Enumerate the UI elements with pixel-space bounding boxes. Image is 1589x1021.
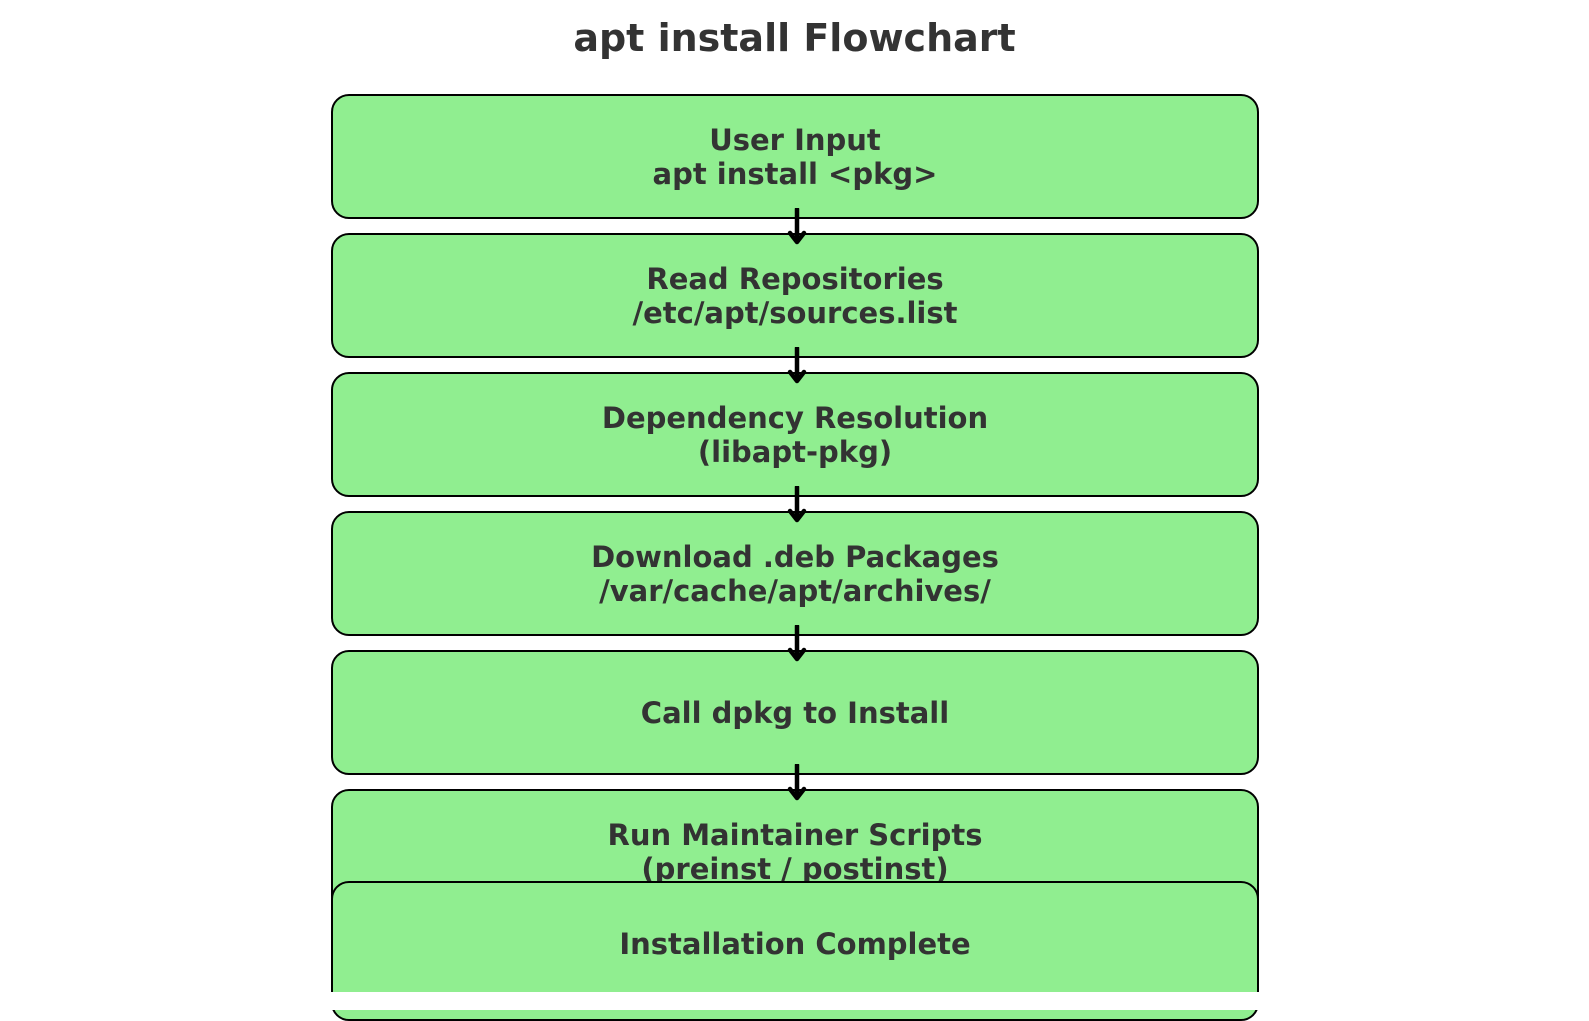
node-label-line2: apt install <pkg>: [652, 156, 938, 191]
node-label-line1: Run Maintainer Scripts: [607, 817, 983, 852]
node-dependency-resolution: Dependency Resolution (libapt-pkg): [331, 372, 1259, 497]
node-label-line2: /etc/apt/sources.list: [632, 295, 958, 330]
node-user-input: User Input apt install <pkg>: [331, 94, 1259, 219]
flow-arrow-5: [787, 764, 807, 801]
node-read-repositories: Read Repositories /etc/apt/sources.list: [331, 233, 1259, 358]
node-label-line1: Read Repositories: [646, 261, 944, 296]
node-label-line1: Download .deb Packages: [591, 539, 999, 574]
node-label-line1: Dependency Resolution: [601, 400, 989, 435]
node-label-line1: User Input: [709, 122, 881, 157]
node-label-line1: Installation Complete: [619, 927, 971, 961]
flow-arrow-2: [787, 347, 807, 384]
flowchart-title: apt install Flowchart: [573, 16, 1016, 60]
flow-arrow-3: [787, 486, 807, 523]
node-label-line2: /var/cache/apt/archives/: [599, 573, 991, 608]
node-label-line2: (preinst / postinst): [641, 851, 949, 886]
node-label-line1: Call dpkg to Install: [640, 695, 950, 730]
flow-arrow-1: [787, 208, 807, 245]
bottom-clip-strip: [0, 992, 1589, 1010]
node-call-dpkg: Call dpkg to Install: [331, 650, 1259, 775]
flow-arrow-4: [787, 625, 807, 662]
node-download-deb-packages: Download .deb Packages /var/cache/apt/ar…: [331, 511, 1259, 636]
node-label-line2: (libapt-pkg): [697, 434, 893, 469]
